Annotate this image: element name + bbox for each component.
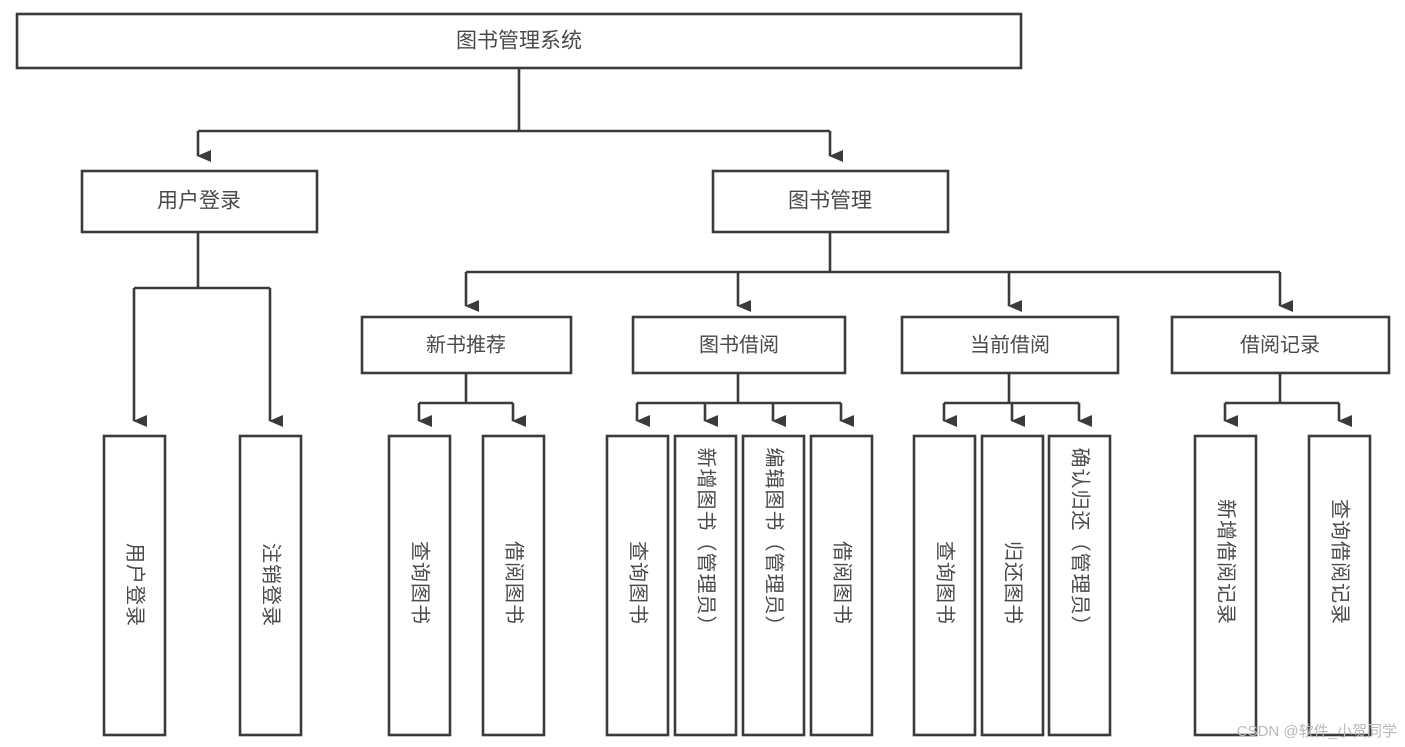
leaf-logout-box[interactable] (238, 434, 303, 737)
leaf-return-book-box[interactable] (980, 434, 1045, 737)
leaf-query-record[interactable]: 查询借阅记录 (1307, 434, 1372, 737)
leaf-borrow-book-2[interactable]: 借阅图书 (809, 434, 874, 737)
node-root-box[interactable] (15, 12, 1023, 70)
leaf-query-book-3-label: 查询图书 (934, 541, 957, 625)
leaf-user-login-box[interactable] (102, 434, 167, 737)
leaf-borrow-book-1-label: 借阅图书 (503, 541, 526, 625)
leaf-edit-book-label: 编辑图书（管理员） (763, 448, 786, 637)
node-user-login[interactable]: 用户登录 (80, 169, 319, 234)
node-book-borrow-box[interactable] (631, 315, 847, 375)
leaf-edit-book[interactable]: 编辑图书（管理员） (741, 434, 806, 737)
leaf-confirm-return[interactable]: 确认归还（管理员） (1047, 434, 1112, 737)
node-borrow-record[interactable]: 借阅记录 (1170, 315, 1391, 375)
leaf-query-book-3-box[interactable] (912, 434, 977, 737)
leaf-query-book-2-label: 查询图书 (627, 541, 650, 625)
node-book-manage-label: 图书管理 (788, 190, 872, 213)
leaf-query-book-1[interactable]: 查询图书 (387, 434, 452, 737)
leaf-add-book-box[interactable] (673, 434, 738, 737)
leaf-edit-book-box[interactable] (741, 434, 806, 737)
leaf-query-record-label: 查询借阅记录 (1329, 499, 1352, 625)
leaf-user-login-label: 用户登录 (124, 543, 147, 627)
node-current-borrow-label: 当前借阅 (970, 333, 1050, 356)
node-book-manage[interactable]: 图书管理 (711, 169, 950, 234)
node-root[interactable]: 图书管理系统 (15, 12, 1023, 70)
node-current-borrow[interactable]: 当前借阅 (900, 315, 1120, 375)
leaf-add-book-label: 新增图书（管理员） (695, 448, 718, 637)
node-book-manage-box[interactable] (711, 169, 950, 234)
leaf-query-book-2[interactable]: 查询图书 (605, 434, 670, 737)
node-user-login-label: 用户登录 (157, 190, 241, 213)
leaf-query-book-3[interactable]: 查询图书 (912, 434, 977, 737)
node-new-book-recommend[interactable]: 新书推荐 (360, 315, 573, 375)
node-borrow-record-label: 借阅记录 (1240, 333, 1320, 356)
leaf-return-book[interactable]: 归还图书 (980, 434, 1045, 737)
leaf-query-book-2-box[interactable] (605, 434, 670, 737)
node-user-login-box[interactable] (80, 169, 319, 234)
leaf-query-book-1-label: 查询图书 (409, 541, 432, 625)
leaf-confirm-return-label: 确认归还（管理员） (1069, 448, 1092, 637)
node-book-borrow-label: 图书借阅 (699, 333, 779, 356)
leaf-query-record-box[interactable] (1307, 434, 1372, 737)
node-root-label: 图书管理系统 (456, 30, 582, 53)
node-borrow-record-box[interactable] (1170, 315, 1391, 375)
leaf-add-record-label: 新增借阅记录 (1215, 499, 1238, 625)
leaf-borrow-book-2-box[interactable] (809, 434, 874, 737)
leaf-add-record[interactable]: 新增借阅记录 (1193, 434, 1258, 737)
leaf-add-record-box[interactable] (1193, 434, 1258, 737)
leaf-logout[interactable]: 注销登录 (238, 434, 303, 737)
leaf-query-book-1-box[interactable] (387, 434, 452, 737)
leaf-borrow-book-1[interactable]: 借阅图书 (481, 434, 546, 737)
csdn-watermark: CSDN @软件_小贺同学 (1236, 723, 1397, 740)
leaf-confirm-return-box[interactable] (1047, 434, 1112, 737)
node-new-book-recommend-label: 新书推荐 (426, 333, 506, 356)
leaf-user-login[interactable]: 用户登录 (102, 434, 167, 737)
leaf-borrow-book-1-box[interactable] (481, 434, 546, 737)
node-current-borrow-box[interactable] (900, 315, 1120, 375)
leaf-borrow-book-2-label: 借阅图书 (831, 541, 854, 625)
leaf-return-book-label: 归还图书 (1002, 541, 1025, 625)
node-new-book-recommend-box[interactable] (360, 315, 573, 375)
node-book-borrow[interactable]: 图书借阅 (631, 315, 847, 375)
leaf-logout-label: 注销登录 (260, 543, 283, 627)
leaf-add-book[interactable]: 新增图书（管理员） (673, 434, 738, 737)
connector-layer (132, 68, 1352, 427)
